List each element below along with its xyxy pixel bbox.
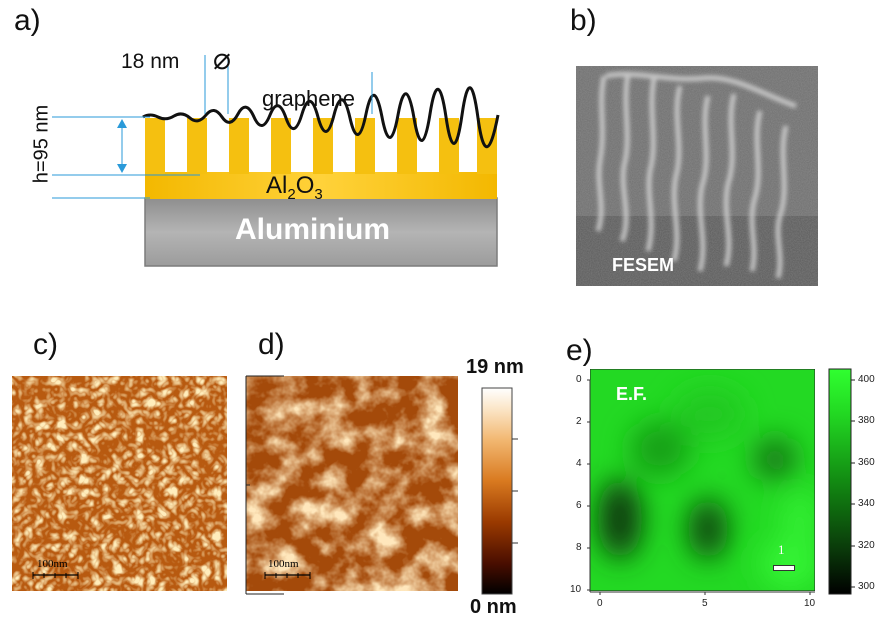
- ef-map-label: E.F.: [616, 384, 648, 404]
- panel-e-letter: e): [566, 334, 593, 367]
- ef-cb-tick-360: 360: [858, 457, 875, 468]
- height-colorbar: [481, 387, 518, 595]
- ef-y-tick-6: 6: [576, 500, 582, 511]
- ef-scale-marker-label: 1: [778, 542, 785, 557]
- pore-diameter-label: 18 nm: [121, 50, 180, 73]
- ef-y-tick-0: 0: [576, 374, 582, 385]
- ef-colorbar: [828, 368, 855, 595]
- afm-d-side-ticks: [245, 375, 284, 595]
- afm-image-c: [12, 376, 227, 591]
- dimension-lines: [52, 55, 373, 199]
- ef-cb-tick-400: 400: [858, 374, 875, 385]
- ef-x-tick-5: 5: [702, 598, 708, 609]
- ef-x-tick-10: 10: [804, 598, 816, 609]
- panel-b-letter: b): [570, 4, 597, 37]
- fesem-image: [576, 66, 818, 286]
- ef-cb-tick-320: 320: [858, 540, 875, 551]
- ef-cb-tick-380: 380: [858, 415, 875, 426]
- ef-y-tick-10: 10: [570, 584, 582, 595]
- ef-map: [590, 369, 815, 591]
- scale-bar-c: [32, 572, 79, 579]
- graphene-sheet: [142, 86, 500, 149]
- ef-axis-ticks: [587, 379, 815, 595]
- ef-y-tick-2: 2: [576, 416, 582, 427]
- oxide-pillars: [145, 118, 497, 174]
- pore-structure-diagram: [52, 55, 500, 267]
- scale-bar-d: [264, 572, 311, 579]
- fesem-label: FESEM: [612, 255, 675, 275]
- colorbar-min-label: 0 nm: [470, 596, 517, 618]
- aluminium-layer: [144, 197, 498, 267]
- panel-d-letter: d): [258, 328, 285, 361]
- ef-cb-tick-340: 340: [858, 498, 875, 509]
- ef-scale-marker: [773, 565, 795, 571]
- substrate-label: Aluminium: [235, 213, 390, 246]
- height-label: h=95 nm: [30, 104, 53, 184]
- ef-cb-tick-300: 300: [858, 581, 875, 592]
- panel-a-letter: a): [14, 4, 41, 37]
- oxide-label: Al2O3: [266, 172, 323, 203]
- ef-x-tick-0: 0: [597, 598, 603, 609]
- ef-y-tick-4: 4: [576, 458, 582, 469]
- scale-bar-c-label: 100nm: [37, 558, 68, 570]
- afm-image-d: [246, 376, 458, 591]
- panel-c-letter: c): [33, 328, 58, 361]
- graphene-label: graphene: [262, 86, 355, 111]
- colorbar-max-label: 19 nm: [466, 356, 524, 378]
- scale-bar-d-label: 100nm: [268, 558, 299, 570]
- ef-y-tick-8: 8: [576, 542, 582, 553]
- diameter-symbol: ⌀: [213, 42, 232, 77]
- oxide-base: [145, 172, 497, 199]
